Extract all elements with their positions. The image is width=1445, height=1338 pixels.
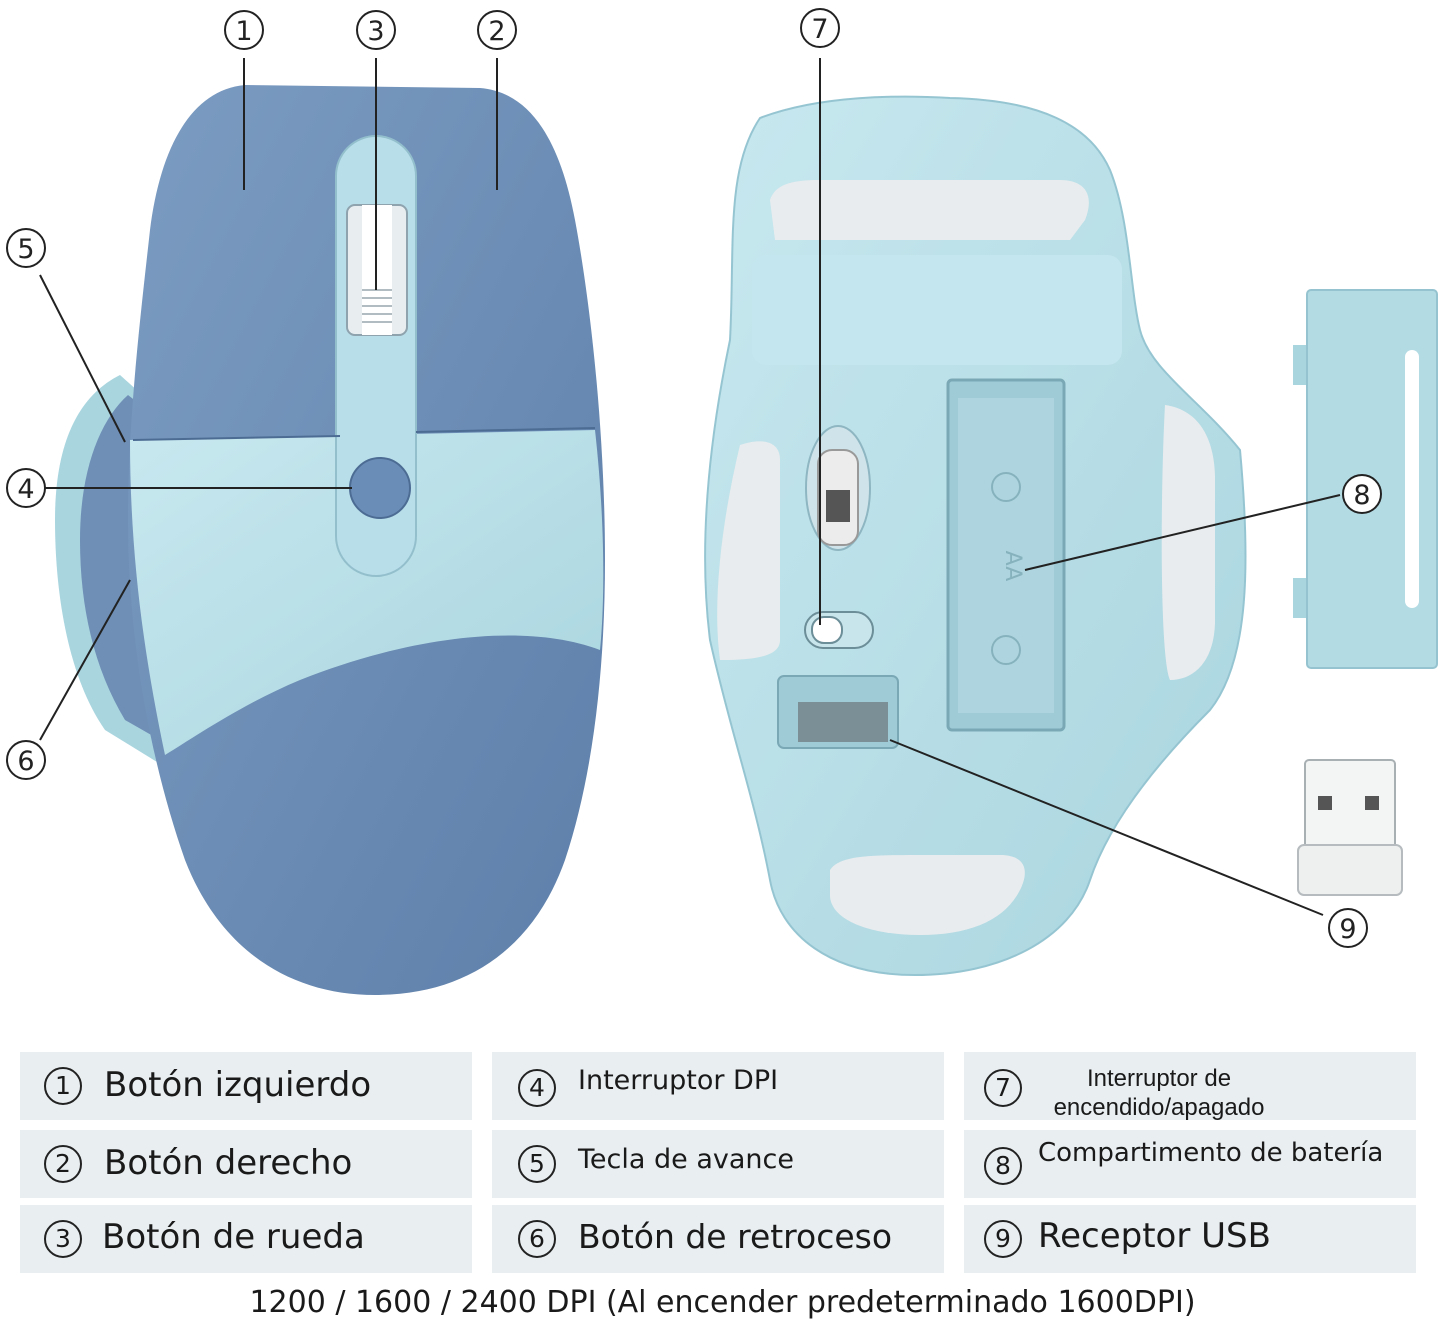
callout-7: 7: [800, 8, 840, 48]
legend-number: 6: [518, 1220, 556, 1258]
legend-item-9: 9 Receptor USB: [964, 1205, 1416, 1273]
legend-label: Botón de retroceso: [578, 1217, 893, 1256]
right-glide-pad: [1161, 405, 1215, 680]
footer-dpi-note: 1200 / 1600 / 2400 DPI (Al encender pred…: [249, 1285, 1196, 1320]
legend-label: Botón derecho: [104, 1143, 353, 1183]
legend-label-line-2: encendido/apagado: [1053, 1094, 1265, 1121]
legend-item-8: 8 Compartimento de batería: [964, 1130, 1416, 1198]
legend-item-1: 1 Botón izquierdo: [20, 1052, 472, 1120]
legend-item-3: 3 Botón de rueda: [20, 1205, 472, 1273]
battery-aa-mark: AA: [1000, 551, 1025, 582]
legend-number: 7: [984, 1069, 1022, 1107]
dpi-button: [349, 457, 411, 519]
svg-text:7: 7: [811, 14, 828, 45]
legend-number: 9: [984, 1220, 1022, 1258]
svg-text:1: 1: [235, 16, 252, 47]
legend-number: 8: [984, 1147, 1022, 1185]
mouse-top-view: [55, 85, 605, 995]
callout-markers: 1 3 2 5 4 6 7 8 9: [6, 8, 1382, 948]
svg-text:9: 9: [1339, 914, 1356, 945]
mouse-bottom-view: AA: [704, 95, 1247, 977]
leader-lines: [39, 58, 1341, 916]
callout-2: 2: [477, 10, 517, 50]
legend-label: Compartimento de batería: [1038, 1138, 1384, 1168]
usb-receiver: [1297, 759, 1403, 896]
legend-number: 3: [44, 1220, 82, 1258]
legend-item-6: 6 Botón de retroceso: [492, 1205, 944, 1273]
legend-label-line-1: Interruptor de: [1086, 1065, 1232, 1092]
legend-number: 2: [44, 1145, 82, 1183]
svg-text:6: 6: [17, 746, 34, 777]
legend-item-2: 2 Botón derecho: [20, 1130, 472, 1198]
svg-text:3: 3: [367, 16, 384, 47]
legend-label: Interruptor DPI: [578, 1065, 779, 1096]
mouse-palm-light: [130, 430, 604, 755]
svg-text:8: 8: [1353, 480, 1370, 511]
svg-text:2: 2: [488, 16, 505, 47]
svg-text:4: 4: [17, 474, 34, 505]
left-glide-pad: [717, 441, 780, 660]
callout-5: 5: [6, 228, 46, 268]
callout-8: 8: [1342, 474, 1382, 514]
callout-4: 4: [6, 468, 46, 508]
legend-number: 4: [518, 1069, 556, 1107]
callout-3: 3: [356, 10, 396, 50]
legend-number: 1: [44, 1067, 82, 1105]
legend-label: Receptor USB: [1038, 1216, 1271, 1256]
legend-label: Interruptor de encendido/apagado: [1044, 1064, 1274, 1122]
legend-item-5: 5 Tecla de avance: [492, 1130, 944, 1198]
top-glide-pad: [770, 180, 1089, 240]
legend-label: Botón izquierdo: [104, 1065, 372, 1105]
bottom-glide-pad: [830, 855, 1025, 935]
svg-text:5: 5: [17, 234, 34, 265]
callout-9: 9: [1328, 908, 1368, 948]
legend-label: Tecla de avance: [578, 1144, 794, 1175]
mouse-illustration: AA 1 3 2 5 4 6 7 8 9: [6, 8, 1438, 995]
legend-label: Botón de rueda: [102, 1217, 365, 1257]
callout-1: 1: [224, 10, 264, 50]
legend-number: 5: [518, 1145, 556, 1183]
legend-item-4: 4 Interruptor DPI: [492, 1052, 944, 1120]
callout-6: 6: [6, 740, 46, 780]
legend-item-7: 7 Interruptor de encendido/apagado: [964, 1052, 1416, 1122]
